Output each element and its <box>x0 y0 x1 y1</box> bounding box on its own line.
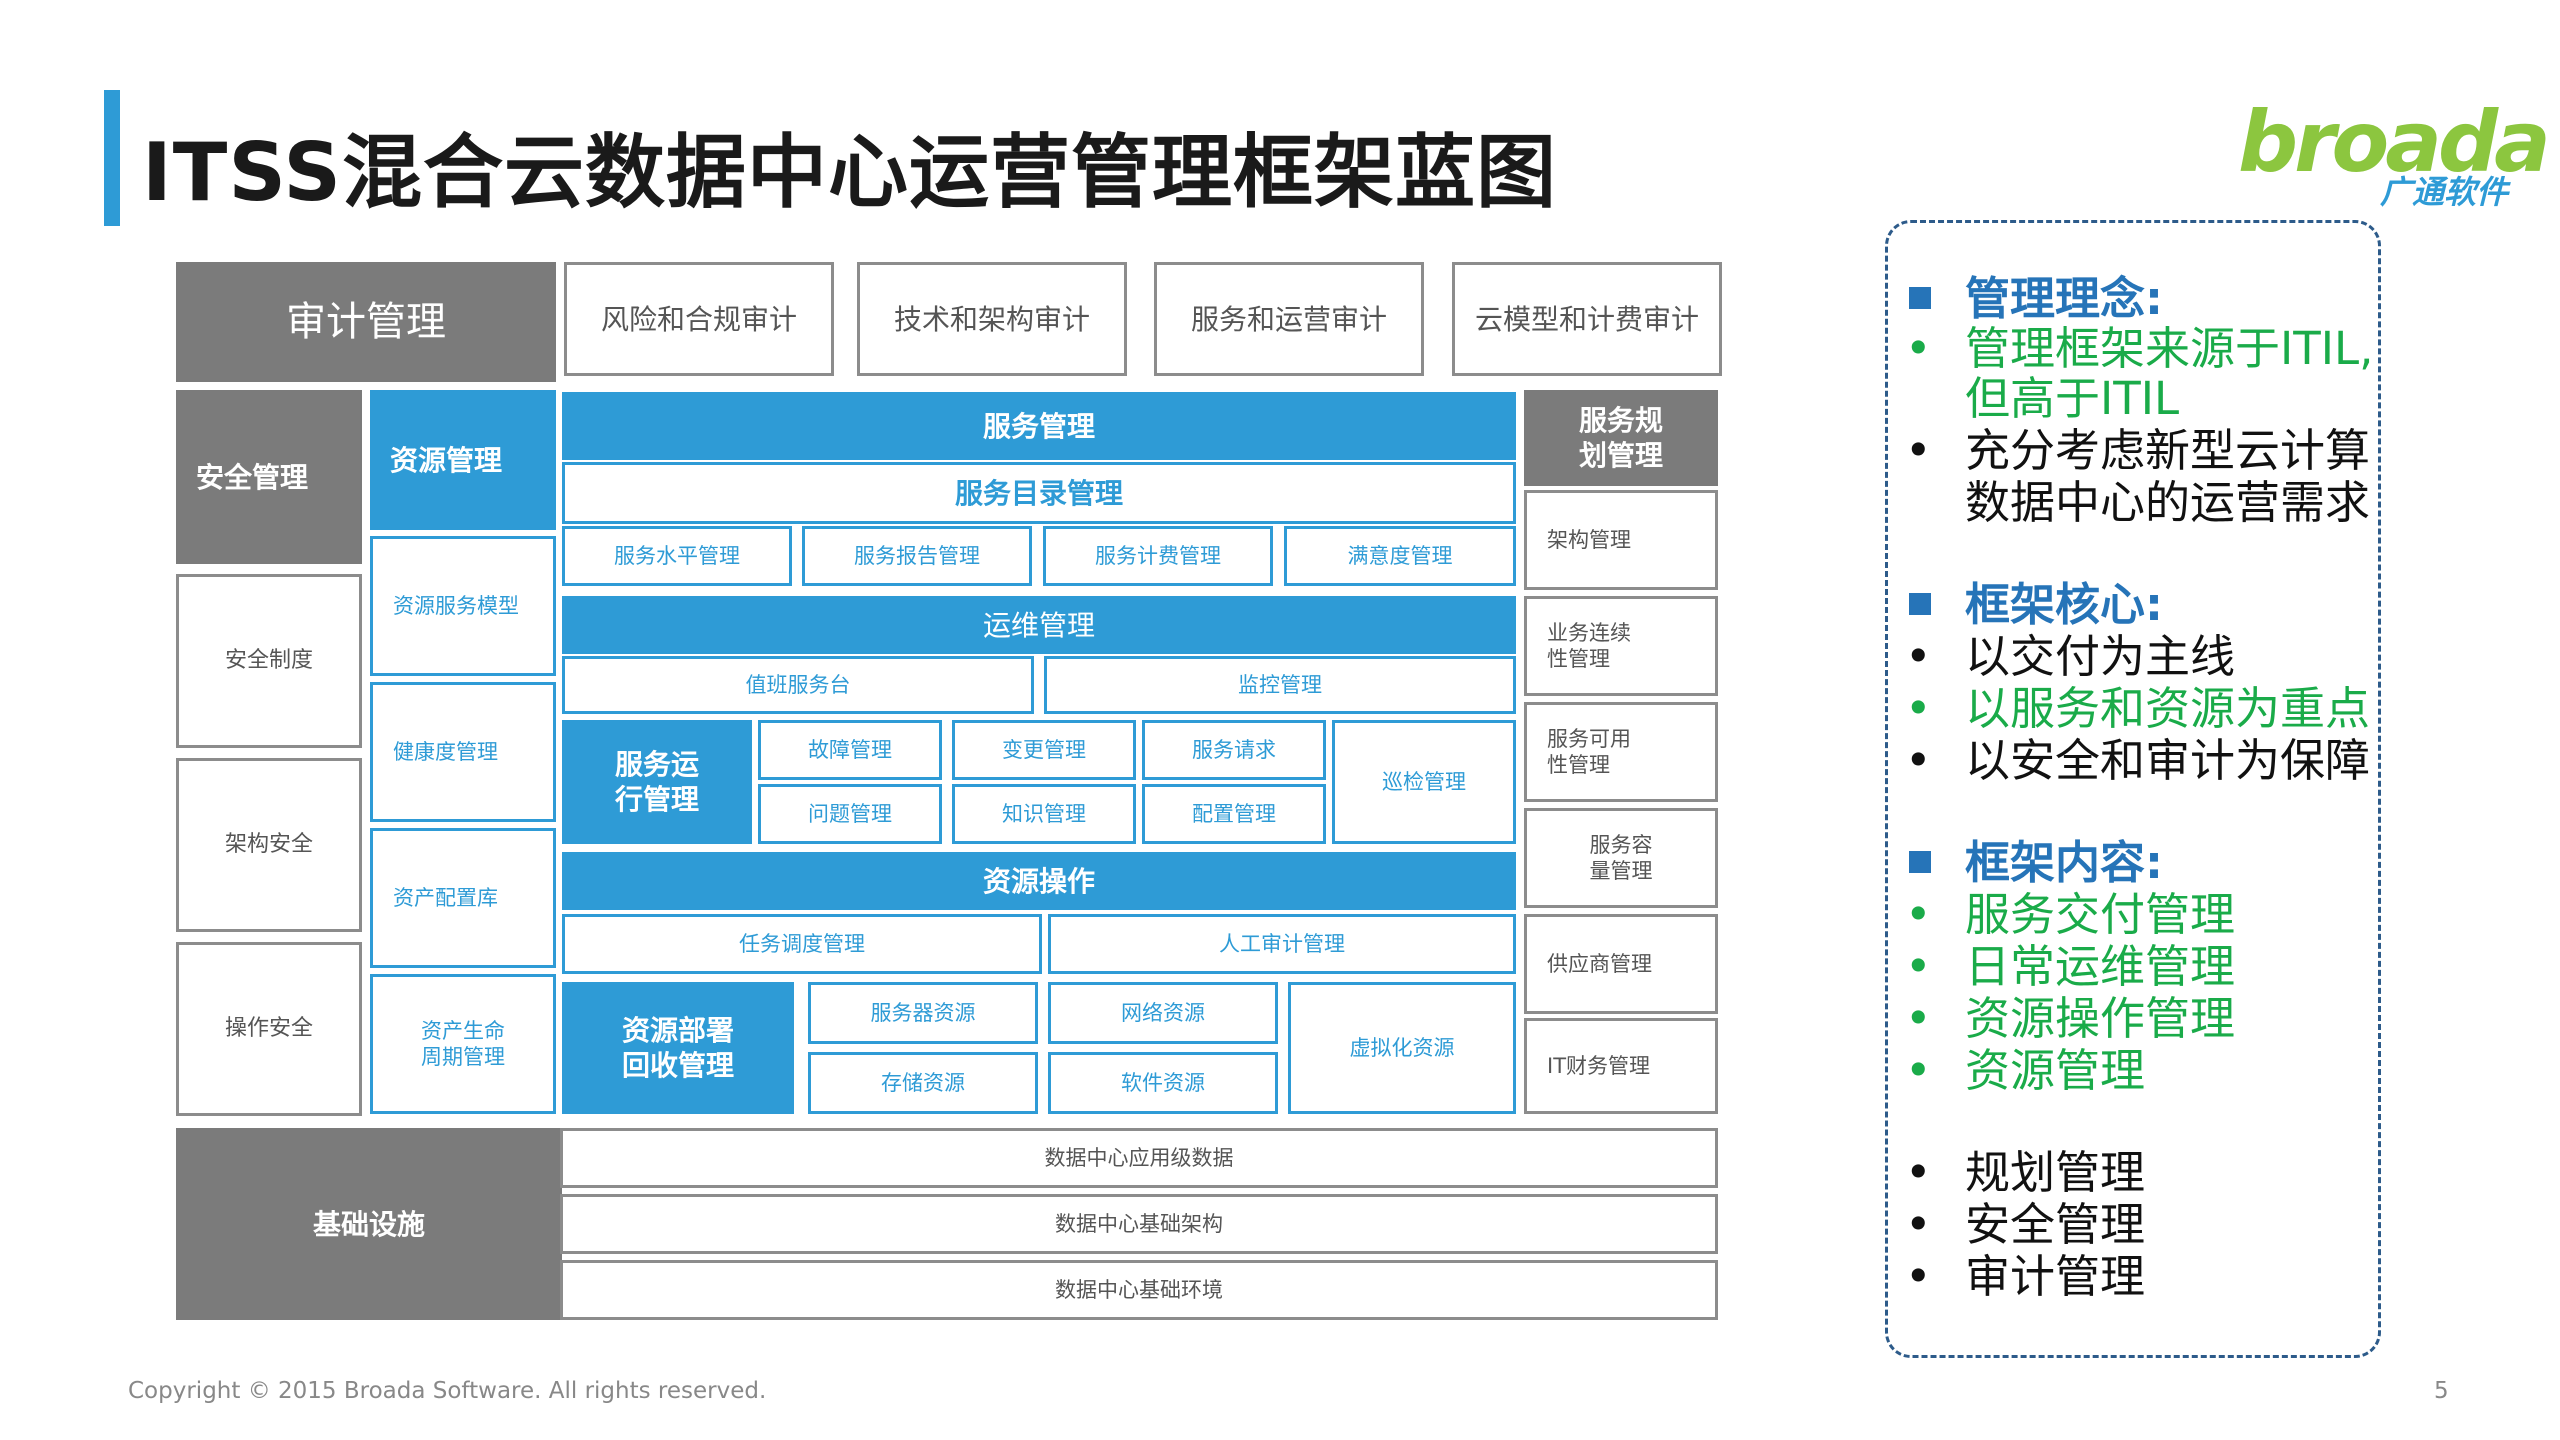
service-mgmt-header: 服务管理 <box>562 392 1516 460</box>
bullet-icon: • <box>1905 1044 1932 1097</box>
audit-item: 云模型和计费审计 <box>1452 262 1722 376</box>
bullet-icon: • <box>1905 1250 1932 1303</box>
other-line: •安全管理 <box>1905 1198 2146 1251</box>
audit-item: 技术和架构审计 <box>857 262 1127 376</box>
content-line: •资源管理 <box>1905 1044 2146 1097</box>
square-bullet-icon <box>1909 593 1931 615</box>
bullet-icon: • <box>1905 992 1932 1045</box>
logo-subtitle: 广通软件 <box>2379 173 2508 211</box>
resource-grid-item: 服务器资源 <box>808 982 1038 1044</box>
title-accent-bar <box>104 90 120 226</box>
bullet-icon: • <box>1905 322 1932 375</box>
ops-grid-item: 变更管理 <box>952 720 1136 780</box>
concept-line: 数据中心的运营需求 <box>1965 476 2371 529</box>
ops-grid-item: 知识管理 <box>952 784 1136 844</box>
content-line: •日常运维管理 <box>1905 940 2236 993</box>
service-item: 服务报告管理 <box>802 526 1032 586</box>
copyright: Copyright © 2015 Broada Software. All ri… <box>128 1378 767 1404</box>
security-item: 安全制度 <box>176 574 362 748</box>
resource-ops-header: 资源操作 <box>562 852 1516 910</box>
resource-grid-item: 存储资源 <box>808 1052 1038 1114</box>
bullet-icon: • <box>1905 940 1932 993</box>
planning-item: 服务可用 性管理 <box>1524 702 1718 802</box>
core-line: •以安全和审计为保障 <box>1905 734 2371 787</box>
resource-ops-item: 任务调度管理 <box>562 914 1042 974</box>
square-bullet-icon <box>1909 851 1931 873</box>
resource-ops-item: 人工审计管理 <box>1048 914 1516 974</box>
bullet-icon: • <box>1905 424 1932 477</box>
bullet-icon: • <box>1905 682 1932 735</box>
resource-item: 健康度管理 <box>370 682 556 822</box>
service-item: 满意度管理 <box>1284 526 1516 586</box>
ops-mgmt-header: 运维管理 <box>562 596 1516 654</box>
audit-item: 风险和合规审计 <box>564 262 834 376</box>
security-header: 安全管理 <box>176 390 362 564</box>
service-catalog: 服务目录管理 <box>562 462 1516 524</box>
service-run-header: 服务运 行管理 <box>562 720 752 844</box>
planning-item: 服务容 量管理 <box>1524 808 1718 908</box>
concept-line: 但高于ITIL <box>1965 372 2180 425</box>
other-line: •审计管理 <box>1905 1250 2146 1303</box>
core-line: •以服务和资源为重点 <box>1905 682 2371 735</box>
summary-panel <box>1885 220 2381 1358</box>
resource-header: 资源管理 <box>370 390 556 530</box>
service-item: 服务计费管理 <box>1043 526 1273 586</box>
content-line: •服务交付管理 <box>1905 888 2236 941</box>
page-number: 5 <box>2434 1378 2449 1404</box>
security-item: 操作安全 <box>176 942 362 1116</box>
ops-grid-item: 故障管理 <box>758 720 942 780</box>
resource-item: 资产配置库 <box>370 828 556 968</box>
ops-grid-item: 服务请求 <box>1142 720 1326 780</box>
infra-item: 数据中心基础环境 <box>560 1260 1718 1320</box>
infra-item: 数据中心应用级数据 <box>560 1128 1718 1188</box>
content-title: 框架内容: <box>1905 840 2163 885</box>
bullet-icon: • <box>1905 734 1932 787</box>
bullet-icon: • <box>1905 888 1932 941</box>
concept-line: •管理框架来源于ITIL, <box>1905 322 2374 375</box>
planning-item: 供应商管理 <box>1524 914 1718 1014</box>
bullet-icon: • <box>1905 1146 1932 1199</box>
core-line: •以交付为主线 <box>1905 630 2236 683</box>
ops-grid-item: 问题管理 <box>758 784 942 844</box>
core-title: 框架核心: <box>1905 582 2163 627</box>
resource-grid-item: 网络资源 <box>1048 982 1278 1044</box>
patrol-mgmt: 巡检管理 <box>1332 720 1516 844</box>
security-item: 架构安全 <box>176 758 362 932</box>
bullet-icon: • <box>1905 1198 1932 1251</box>
broada-logo: broada 广通软件 <box>2238 100 2551 211</box>
logo-brand: broada <box>2238 93 2551 191</box>
service-item: 服务水平管理 <box>562 526 792 586</box>
resource-item: 资产生命 周期管理 <box>370 974 556 1114</box>
audit-header: 审计管理 <box>176 262 556 382</box>
planning-header: 服务规 划管理 <box>1524 390 1718 486</box>
ops-grid-item: 配置管理 <box>1142 784 1326 844</box>
resource-item: 资源服务模型 <box>370 536 556 676</box>
virtual-resource: 虚拟化资源 <box>1288 982 1516 1114</box>
infra-header: 基础设施 <box>176 1128 562 1320</box>
resource-grid-item: 软件资源 <box>1048 1052 1278 1114</box>
page-title: ITSS混合云数据中心运营管理框架蓝图 <box>142 126 1557 219</box>
audit-item: 服务和运营审计 <box>1154 262 1424 376</box>
other-line: •规划管理 <box>1905 1146 2146 1199</box>
bullet-icon: • <box>1905 630 1932 683</box>
ops-item: 监控管理 <box>1044 656 1516 714</box>
deploy-recycle-header: 资源部署 回收管理 <box>562 982 794 1114</box>
concept-title: 管理理念: <box>1905 276 2163 321</box>
planning-item: IT财务管理 <box>1524 1018 1718 1114</box>
content-line: •资源操作管理 <box>1905 992 2236 1045</box>
square-bullet-icon <box>1909 287 1931 309</box>
planning-item: 架构管理 <box>1524 490 1718 590</box>
planning-item: 业务连续 性管理 <box>1524 596 1718 696</box>
infra-item: 数据中心基础架构 <box>560 1194 1718 1254</box>
concept-line: •充分考虑新型云计算 <box>1905 424 2371 477</box>
ops-item: 值班服务台 <box>562 656 1034 714</box>
